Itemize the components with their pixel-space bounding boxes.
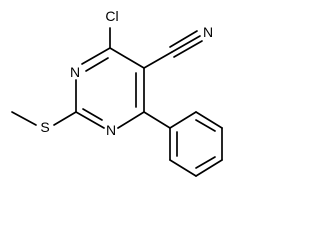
bond-c4-c5: [109, 47, 145, 69]
bond-phenyl-2-3: [195, 111, 223, 129]
bond-n1-c2-inner: [82, 108, 103, 121]
bond-phenyl-1-2: [169, 111, 197, 129]
bond-cn-triple-2: [169, 30, 198, 48]
bond-cn-triple-3: [173, 40, 203, 58]
bond-phenyl-4-5: [195, 159, 223, 177]
atom-label-cl: Cl: [105, 8, 118, 24]
bond-n3-c4: [81, 47, 111, 65]
atom-label-nitrile-n: N: [203, 24, 213, 40]
bond-phenyl-2-3-inner: [195, 119, 216, 132]
bond-phenyl-4-5-inner: [195, 156, 216, 169]
chemical-structure: Cl N N N S: [11, 8, 223, 177]
bond-c6-phenyl: [143, 111, 171, 129]
atom-label-s: S: [40, 119, 49, 135]
bond-cn-triple-1: [171, 35, 201, 53]
atom-label-ring-n-bottom: N: [106, 122, 116, 138]
bond-s-ch3: [11, 111, 37, 126]
bond-phenyl-5-6: [169, 159, 197, 177]
bond-c5-cn: [143, 51, 173, 69]
bond-n3-c4-inner: [85, 57, 109, 72]
bond-c2-s: [53, 111, 77, 126]
bond-n1-c2: [75, 111, 105, 129]
atom-label-ring-n-top: N: [70, 64, 80, 80]
bond-c6-n1: [117, 111, 145, 129]
